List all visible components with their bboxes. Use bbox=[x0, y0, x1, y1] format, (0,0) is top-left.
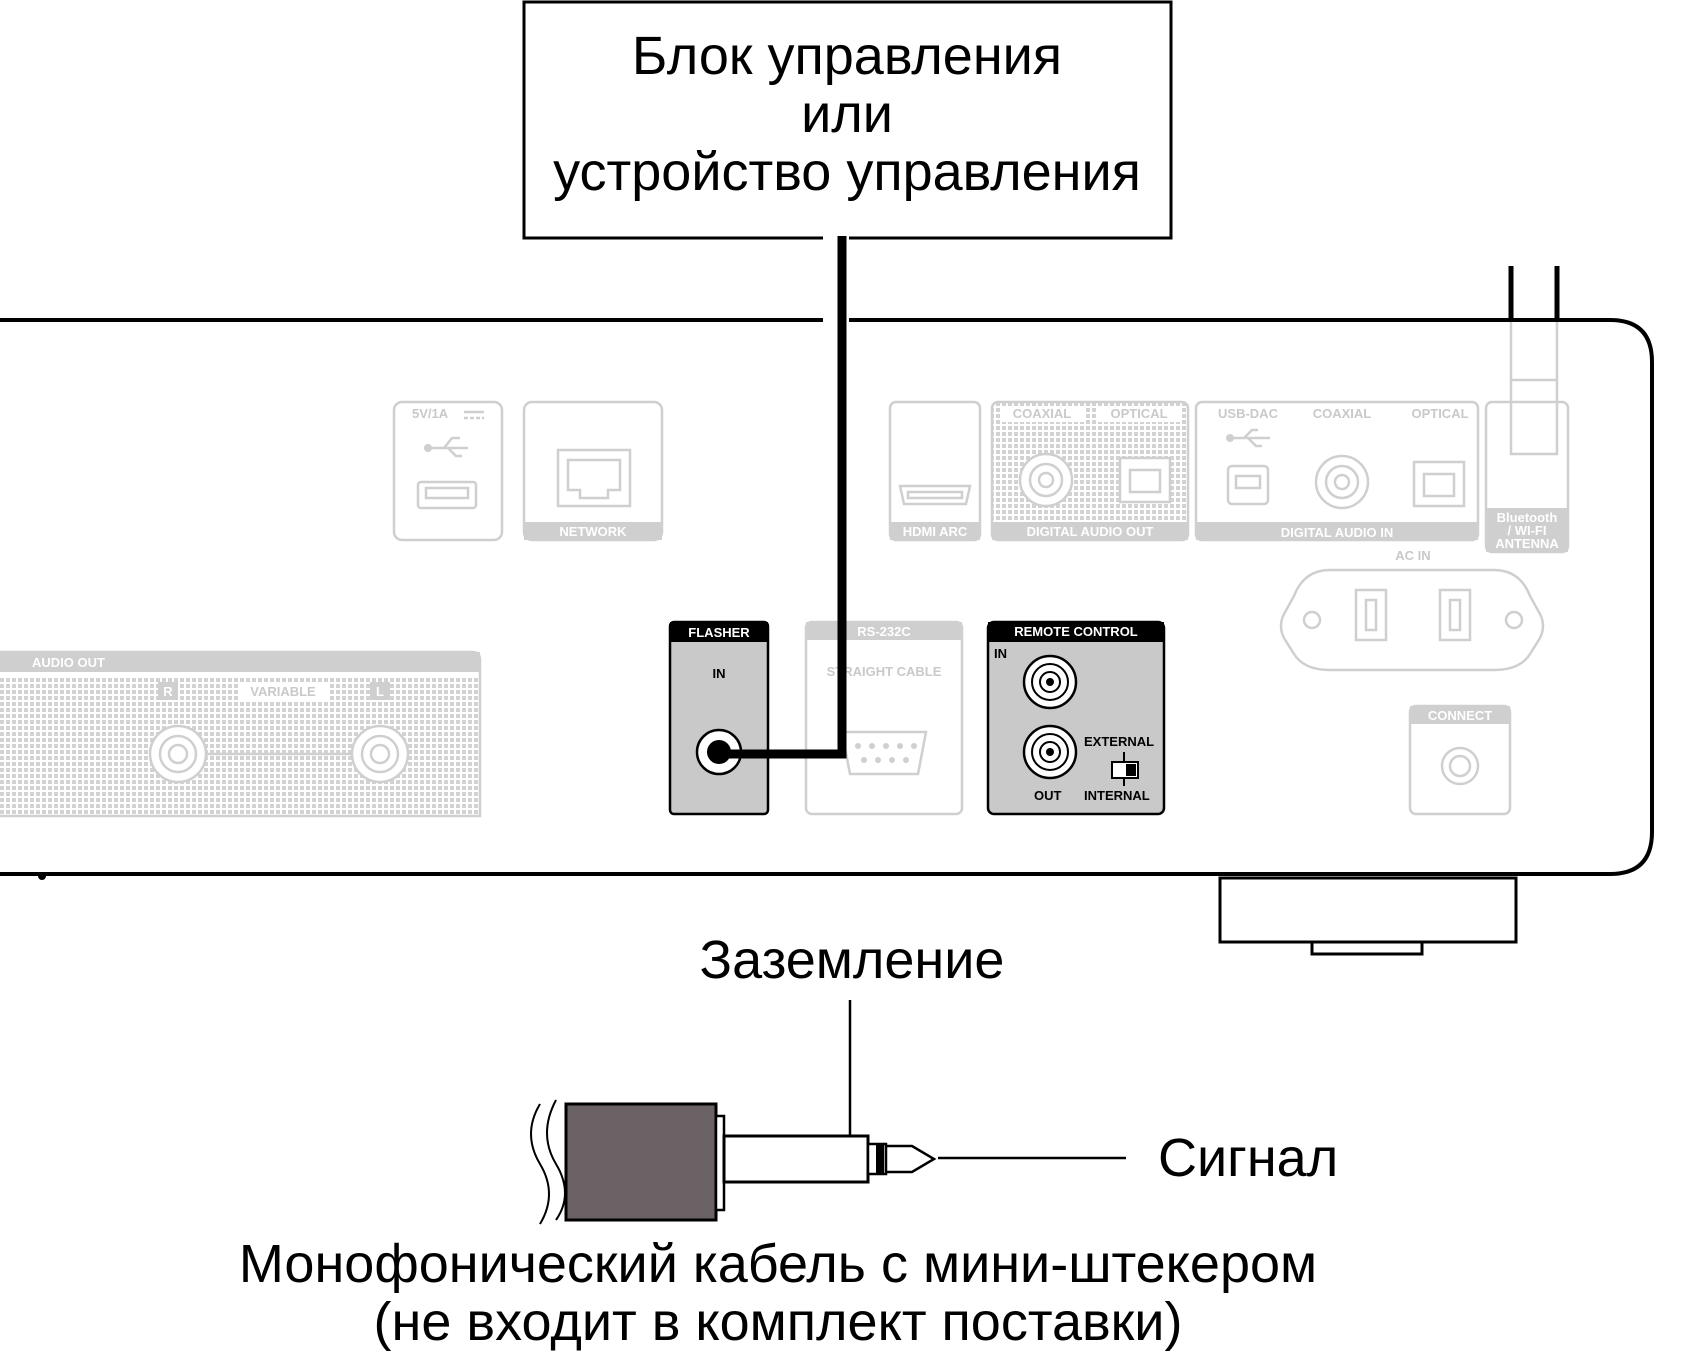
rs232c-block: RS-232C STRAIGHT CABLE bbox=[804, 620, 964, 816]
antenna-label-line2: / WI-FI bbox=[1508, 523, 1547, 538]
hdmi-port-block: HDMI ARC bbox=[888, 400, 982, 542]
control-box-line3: устройство управления bbox=[553, 142, 1141, 202]
ground-label: Заземление bbox=[700, 930, 1005, 990]
cable-caption: Монофонический кабель с мини-штекером (н… bbox=[239, 1234, 1317, 1352]
rs232c-port[interactable] bbox=[840, 730, 928, 776]
ac-in-block: AC IN bbox=[1279, 548, 1545, 672]
audio-out-block: AUDIO OUT R VARIABLE L bbox=[0, 650, 482, 818]
plug-sleeve bbox=[722, 1134, 870, 1184]
control-box: Блок управления или устройство управлени… bbox=[522, 0, 1173, 240]
digital-in-optical-label: OPTICAL bbox=[1411, 406, 1468, 421]
audio-out-r-jack[interactable] bbox=[148, 724, 208, 784]
ethernet-port[interactable] bbox=[556, 448, 632, 508]
flasher-block: FLASHER IN bbox=[668, 620, 770, 816]
control-box-frame bbox=[522, 0, 1173, 240]
signal-callout: Сигнал bbox=[938, 1128, 1338, 1188]
usb-rating-label: 5V/1A bbox=[412, 406, 449, 421]
antenna-label-line1: Bluetooth bbox=[1497, 510, 1558, 525]
digital-out-label: DIGITAL AUDIO OUT bbox=[1027, 524, 1154, 539]
external-internal-switch[interactable] bbox=[1111, 752, 1139, 786]
rs232c-sub-label: STRAIGHT CABLE bbox=[827, 664, 942, 679]
mini-plug bbox=[530, 1099, 937, 1225]
digital-in-coaxial-jack[interactable] bbox=[1314, 454, 1370, 510]
antenna-label-line3: ANTENNA bbox=[1495, 536, 1559, 551]
connect-block: CONNECT bbox=[1408, 704, 1512, 816]
signal-label: Сигнал bbox=[1158, 1128, 1338, 1188]
rs232c-label: RS-232C bbox=[857, 624, 911, 639]
usb-icon bbox=[424, 436, 468, 458]
digital-audio-out-block: COAXIAL OPTICAL DIGITAL AUDIO OUT bbox=[990, 400, 1190, 542]
antenna bbox=[1486, 266, 1562, 460]
antenna-label-block: Bluetooth / WI-FI ANTENNA bbox=[1484, 400, 1570, 554]
usb-port-block: 5V/1A bbox=[392, 400, 504, 542]
device-foot bbox=[1218, 876, 1518, 944]
control-box-line2: или bbox=[801, 84, 893, 144]
audio-out-variable-label: VARIABLE bbox=[250, 684, 316, 699]
connect-button[interactable] bbox=[1440, 746, 1480, 786]
audio-out-label: AUDIO OUT bbox=[32, 655, 105, 670]
digital-out-coaxial-label: COAXIAL bbox=[1013, 406, 1072, 421]
remote-out-label: OUT bbox=[1034, 788, 1062, 803]
usb-dac-port[interactable] bbox=[1226, 464, 1270, 506]
network-label: NETWORK bbox=[559, 524, 627, 539]
digital-audio-in-block: USB-DAC COAXIAL OPTICAL DIGITAL AUDIO IN bbox=[1194, 400, 1480, 542]
connect-label: CONNECT bbox=[1428, 708, 1492, 723]
remote-control-block: REMOTE CONTROL IN OUT EXTERNAL INTERNAL bbox=[986, 620, 1166, 816]
remote-control-label: REMOTE CONTROL bbox=[1014, 624, 1138, 639]
device-chassis bbox=[0, 318, 1654, 956]
digital-out-optical-jack[interactable] bbox=[1118, 456, 1172, 504]
remote-in-label: IN bbox=[994, 646, 1007, 661]
flasher-cable bbox=[711, 236, 849, 762]
cable-caption-line1: Монофонический кабель с мини-штекером bbox=[239, 1234, 1317, 1294]
network-port-block: NETWORK bbox=[522, 400, 664, 542]
audio-out-l-jack[interactable] bbox=[350, 724, 410, 784]
flasher-label: FLASHER bbox=[688, 625, 750, 640]
flasher-in-label: IN bbox=[713, 666, 726, 681]
digital-in-coaxial-label: COAXIAL bbox=[1313, 406, 1372, 421]
plug-body bbox=[564, 1102, 718, 1222]
hdmi-port[interactable] bbox=[898, 484, 972, 506]
ground-callout: Заземление bbox=[700, 930, 1005, 1140]
digital-in-label: DIGITAL AUDIO IN bbox=[1281, 525, 1393, 540]
audio-out-l-label: L bbox=[376, 684, 384, 699]
cable-caption-line2: (не входит в комплект поставки) bbox=[374, 1292, 1183, 1352]
ac-in-socket[interactable] bbox=[1354, 588, 1388, 642]
usb-dac-icon bbox=[1226, 428, 1270, 448]
hdmi-label: HDMI ARC bbox=[903, 524, 968, 539]
usb-port[interactable] bbox=[416, 480, 478, 510]
control-box-line1: Блок управления bbox=[632, 26, 1062, 86]
plug-tip bbox=[884, 1144, 937, 1174]
audio-out-r-label: R bbox=[163, 684, 173, 699]
digital-out-coaxial-jack[interactable] bbox=[1018, 452, 1074, 508]
digital-out-optical-label: OPTICAL bbox=[1110, 406, 1167, 421]
remote-internal-label: INTERNAL bbox=[1084, 788, 1150, 803]
remote-external-label: EXTERNAL bbox=[1084, 734, 1154, 749]
digital-in-optical-jack[interactable] bbox=[1412, 460, 1466, 508]
usb-dac-label: USB-DAC bbox=[1218, 406, 1279, 421]
ac-in-label: AC IN bbox=[1395, 548, 1430, 563]
